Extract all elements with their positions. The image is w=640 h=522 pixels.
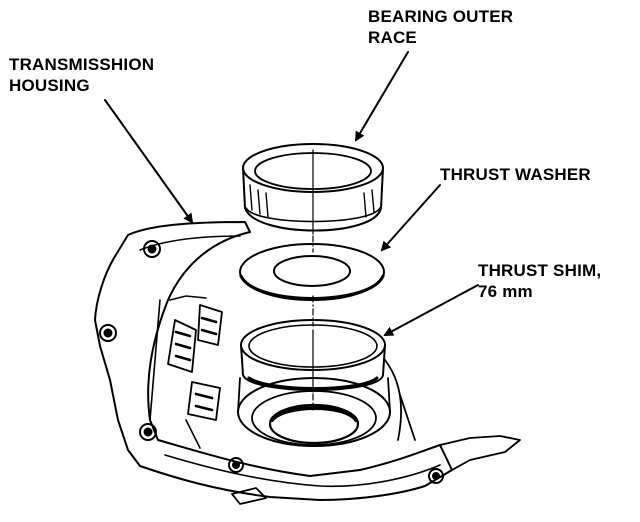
housing-rib-2	[197, 304, 223, 346]
thrust-washer-outer	[239, 243, 385, 301]
thrust-washer	[239, 243, 385, 301]
label-transmission-housing-line1: TRANSMISSHION	[9, 55, 155, 74]
label-thrust-shim: THRUST SHIM, 76 mm	[478, 260, 601, 302]
housing-lower-edge	[164, 454, 441, 488]
label-thrust-washer-line1: THRUST WASHER	[440, 165, 591, 184]
label-thrust-shim-line2: 76 mm	[478, 282, 533, 301]
label-bearing-outer-race-line1: BEARING OUTER	[368, 7, 514, 26]
bearing-outer-race	[242, 143, 384, 235]
label-transmission-housing: TRANSMISSHION HOUSING	[9, 54, 154, 96]
bolt-boss-top-left-hole	[147, 244, 157, 254]
leader-thrust-washer	[380, 184, 441, 252]
label-transmission-housing-line2: HOUSING	[9, 76, 90, 95]
leader-transmission-housing	[104, 99, 194, 224]
thrust-shim	[240, 319, 386, 393]
thrust-shim-bottom-edge	[247, 376, 379, 390]
bore-inner-shadow	[270, 406, 358, 422]
bolt-boss-top-left	[143, 240, 161, 258]
bearing-race-hatch	[249, 184, 375, 218]
housing-right-wall	[384, 359, 416, 441]
housing-rib-4	[169, 295, 207, 301]
transmission-housing	[94, 221, 521, 505]
label-thrust-shim-line1: THRUST SHIM,	[478, 261, 602, 280]
housing-bearing-bore	[237, 377, 391, 447]
housing-web	[149, 299, 201, 449]
bolt-boss-left	[99, 324, 117, 342]
label-bearing-outer-race: BEARING OUTER RACE	[368, 6, 513, 48]
bolt-boss-bottom-left	[139, 423, 157, 441]
housing-small-tab	[231, 487, 267, 505]
bolt-boss-left-hole	[103, 328, 113, 338]
bolt-boss-bottom-right	[428, 468, 444, 484]
bore-inner	[268, 403, 360, 445]
bolt-boss-bottom-hole	[232, 461, 240, 469]
bore-wall-left	[237, 377, 391, 413]
leader-bearing-outer-race	[354, 51, 409, 142]
bolt-boss-bottom	[228, 457, 244, 473]
thrust-washer-hole	[273, 255, 351, 287]
housing-rib-1	[167, 319, 197, 373]
housing-rib-3	[187, 381, 221, 421]
bore-step	[251, 390, 377, 446]
housing-right-flange	[439, 435, 521, 471]
thrust-washer-thickness	[239, 274, 385, 300]
bolt-boss-bottom-right-hole	[432, 472, 440, 480]
label-thrust-washer: THRUST WASHER	[440, 164, 591, 185]
leader-thrust-shim	[383, 284, 479, 336]
label-bearing-outer-race-line2: RACE	[368, 28, 417, 47]
bolt-boss-bottom-left-hole	[143, 427, 153, 437]
housing-flange-outline	[94, 221, 453, 501]
housing-shading	[174, 316, 218, 412]
bearing-race-side	[242, 167, 384, 232]
